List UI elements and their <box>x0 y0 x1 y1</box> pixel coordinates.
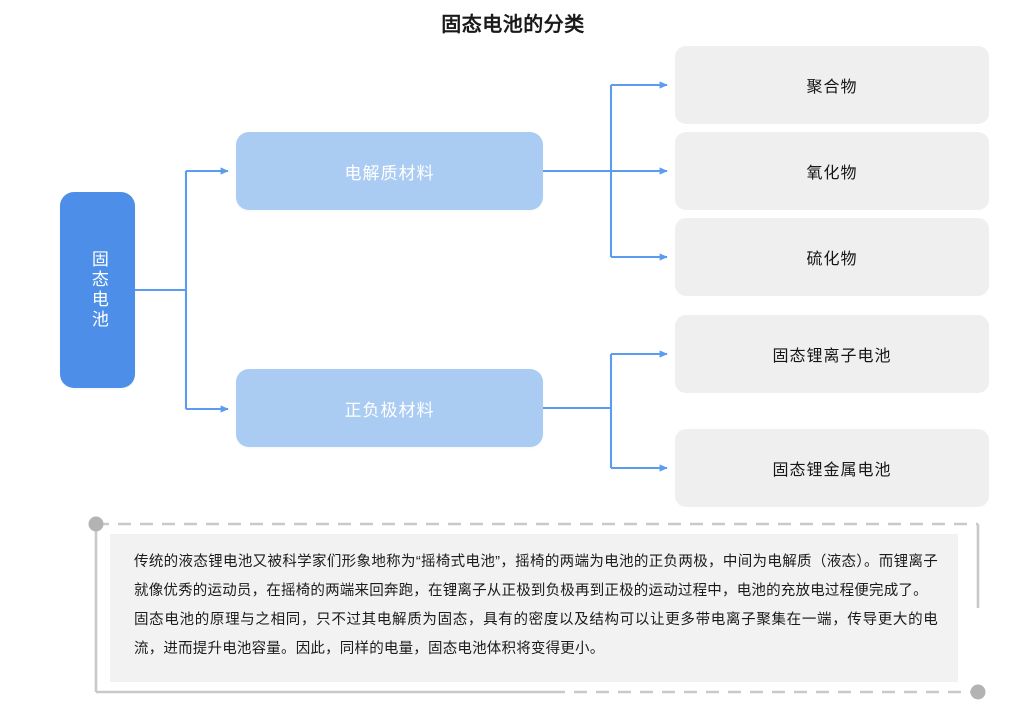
node-leaf-solid-state-lithium-metal-battery[interactable]: 固态锂金属电池 <box>675 429 989 507</box>
node-leaf-sulfide[interactable]: 硫化物 <box>675 218 989 296</box>
frame-dot-top-left <box>88 516 104 532</box>
node-branch-electrode-material[interactable]: 正负极材料 <box>236 369 543 447</box>
node-branch-electrolyte-material[interactable]: 电解质材料 <box>236 132 543 210</box>
node-leaf-oxide[interactable]: 氧化物 <box>675 132 989 210</box>
frame-dot-bottom-right <box>970 684 986 700</box>
page-title: 固态电池的分类 <box>441 14 585 36</box>
node-leaf-solid-state-lithium-ion-battery[interactable]: 固态锂离子电池 <box>675 315 989 393</box>
note-paragraph-1: 传统的液态锂电池又被科学家们形象地称为“摇椅式电池”，摇椅的两端为电池的正负两极… <box>134 554 938 599</box>
node-root[interactable]: 固态电池 <box>60 192 135 388</box>
note-panel: 传统的液态锂电池又被科学家们形象地称为“摇椅式电池”，摇椅的两端为电池的正负两极… <box>110 534 958 682</box>
node-leaf-polymer[interactable]: 聚合物 <box>675 46 989 124</box>
note-paragraph-2: 固态电池的原理与之相同，只不过其电解质为固态，具有的密度以及结构可以让更多带电离… <box>134 612 938 657</box>
note-block: 传统的液态锂电池又被科学家们形象地称为“摇椅式电池”，摇椅的两端为电池的正负两极… <box>82 512 992 704</box>
